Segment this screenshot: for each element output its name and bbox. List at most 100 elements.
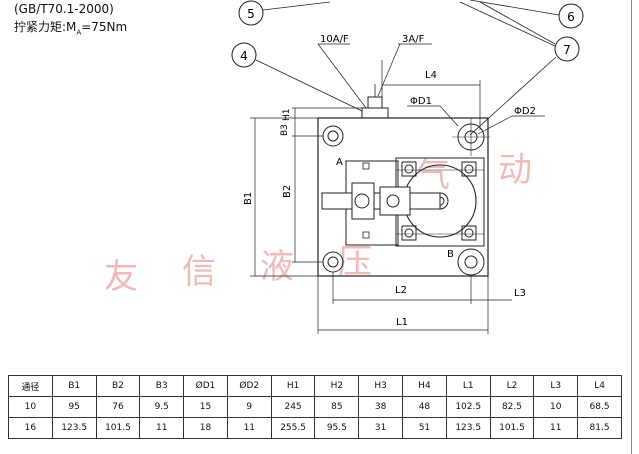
table-cell: 11 <box>139 417 185 439</box>
table-header-row: 通径 B1 B2 B3 ØD1 ØD2 H1 H2 H3 H4 L1 L2 L3… <box>8 375 622 397</box>
callout-7: 7 <box>459 1 580 136</box>
dim-L1-label: L1 <box>396 317 408 328</box>
callout-6: 6 <box>469 0 584 29</box>
bolt-hole-tr <box>452 118 490 156</box>
table-cell: 101.5 <box>489 417 535 439</box>
table-cell: 85 <box>314 396 360 418</box>
standard-caption: (GB/T70.1-2000) <box>14 2 114 16</box>
table-cell: 10 <box>8 396 53 418</box>
torque-prefix: 拧紧力矩:M <box>14 20 77 34</box>
table-header-cell: L4 <box>577 375 622 397</box>
table-header-cell: H4 <box>402 375 447 397</box>
dim-B3: B3 <box>280 108 323 137</box>
dim-D1-label: ΦD1 <box>410 96 432 107</box>
bolt-hole-tl <box>322 125 344 147</box>
table-header-cell: L1 <box>445 375 491 397</box>
callout-4-label: 4 <box>240 49 248 63</box>
valve-handle <box>321 182 441 220</box>
dim-D2: ΦD2 <box>477 106 545 135</box>
watermark-char: 压 <box>338 242 372 282</box>
watermark-char: 信 <box>182 252 216 292</box>
table-cell: 123.5 <box>445 417 491 439</box>
table-cell: 11 <box>533 417 579 439</box>
table-cell: 9 <box>226 396 272 418</box>
dim-L2: L2 <box>332 272 472 304</box>
table-header-cell: L2 <box>489 375 535 397</box>
dim-B1-label: B1 <box>243 192 254 205</box>
table-header-cell: H3 <box>358 375 404 397</box>
dim-L4-label: L4 <box>425 70 437 81</box>
watermark-char: 气 <box>416 155 450 195</box>
table-cell: 48 <box>402 396 447 418</box>
port-B: B <box>362 231 454 260</box>
table-row: 16 123.5 101.5 11 18 11 255.5 95.5 31 51… <box>8 417 622 439</box>
dim-L4: L4 <box>381 60 481 130</box>
table-header-cell: H1 <box>270 375 316 397</box>
table-cell: 68.5 <box>577 396 622 418</box>
table-cell: 82.5 <box>489 396 535 418</box>
callout-6-label: 6 <box>567 10 575 24</box>
wrench-10-text: 10A/F <box>320 34 349 45</box>
dim-L3-label: L3 <box>514 288 526 299</box>
table-header-cell: L3 <box>533 375 579 397</box>
table-header-cell: B1 <box>51 375 97 397</box>
table-cell: 81.5 <box>577 417 622 439</box>
table-cell: 11 <box>226 417 272 439</box>
watermark: 友 信 液 压 气 动 <box>104 150 532 297</box>
page-edge-divider <box>631 0 632 454</box>
dim-B2-label: B2 <box>282 185 293 198</box>
watermark-char: 友 <box>104 257 138 297</box>
port-A-label: A <box>336 157 343 168</box>
port-A: A <box>336 157 370 170</box>
torque-subscript: A <box>76 28 82 37</box>
base-plate <box>317 117 489 277</box>
callout-5: 5 <box>238 0 331 26</box>
dim-H1-label: H1 <box>282 109 292 122</box>
dim-B1: B1 <box>243 117 318 277</box>
table-cell: 255.5 <box>270 417 316 439</box>
table-cell: 38 <box>358 396 404 418</box>
table-cell: 18 <box>183 417 228 439</box>
dim-D2-label: ΦD2 <box>514 106 536 117</box>
dim-L2-label: L2 <box>395 285 407 296</box>
table-header-cell: B2 <box>95 375 141 397</box>
table-cell: 102.5 <box>445 396 491 418</box>
table-cell: 123.5 <box>51 417 97 439</box>
dim-B2: B2 <box>282 136 323 263</box>
table-cell: 15 <box>183 396 228 418</box>
table-row: 10 95 76 9.5 15 9 245 85 38 48 102.5 82.… <box>8 396 622 418</box>
callout-5-label: 5 <box>247 7 255 21</box>
dim-B3-label: B3 <box>280 124 290 136</box>
dim-D1: ΦD1 <box>407 96 459 127</box>
table-cell: 95 <box>51 396 97 418</box>
table-cell: 51 <box>402 417 447 439</box>
top-connector <box>361 84 389 119</box>
wrench-3-label: 3A/F <box>377 34 432 97</box>
valve-drawing: 友 信 液 压 气 动 5 6 4 7 10A/F 3A/F <box>104 0 584 334</box>
table-cell: 245 <box>270 396 316 418</box>
callout-4: 4 <box>231 42 363 112</box>
table-cell: 10 <box>533 396 579 418</box>
torque-value: =75Nm <box>81 20 128 34</box>
table-cell: 9.5 <box>139 396 185 418</box>
table-cell: 101.5 <box>95 417 141 439</box>
table-header-cell: ØD1 <box>183 375 228 397</box>
wrench-3-text: 3A/F <box>402 34 425 45</box>
dim-L1: L1 <box>317 276 489 334</box>
table-cell: 76 <box>95 396 141 418</box>
dim-L3: L3 <box>471 276 526 304</box>
wrench-10-label: 10A/F <box>317 34 367 109</box>
table-header-cell: 通径 <box>8 375 53 397</box>
callout-7-label: 7 <box>563 43 571 57</box>
table-header-cell: H2 <box>314 375 360 397</box>
torque-caption: 拧紧力矩:MA=75Nm <box>14 20 127 39</box>
table-header-cell: B3 <box>139 375 185 397</box>
watermark-char: 动 <box>498 150 532 190</box>
dim-H1: H1 <box>282 107 362 122</box>
table-cell: 31 <box>358 417 404 439</box>
watermark-char: 液 <box>260 247 294 287</box>
spec-table: 通径 B1 B2 B3 ØD1 ØD2 H1 H2 H3 H4 L1 L2 L3… <box>8 375 622 439</box>
table-cell: 16 <box>8 417 53 439</box>
table-header-cell: ØD2 <box>226 375 272 397</box>
table-cell: 95.5 <box>314 417 360 439</box>
